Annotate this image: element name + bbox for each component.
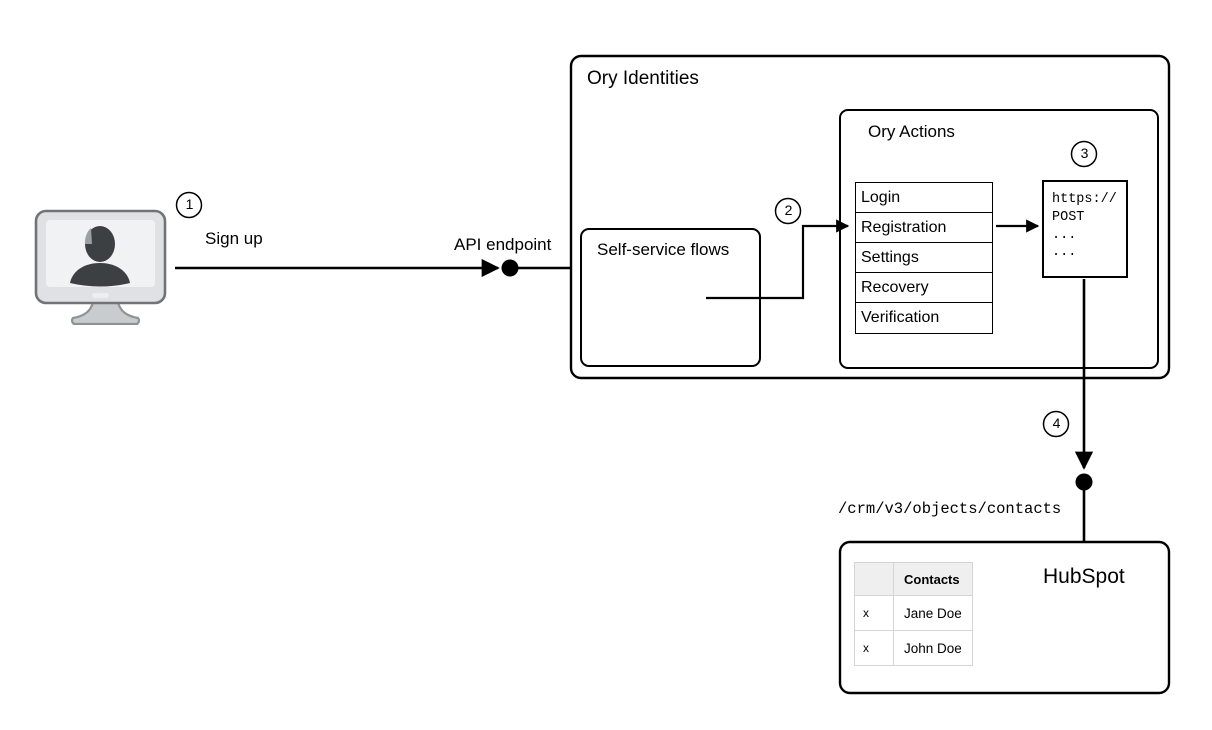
table-cell-mark: x: [854, 595, 894, 631]
hubspot-contacts-table: Contacts x Jane Doe x John Doe: [854, 562, 973, 666]
flow-item-settings[interactable]: Settings: [856, 243, 992, 273]
self-service-flows-title: Self-service flows: [597, 240, 730, 259]
step-circle-3: [1070, 140, 1098, 168]
table-cell-name: John Doe: [893, 630, 973, 666]
step-number-1: 1: [185, 196, 194, 212]
crm-endpoint-dot: [1075, 473, 1093, 491]
ory-identities-title: Ory Identities: [587, 68, 699, 89]
webhook-line-method: POST: [1052, 209, 1085, 225]
webhook-line-url: https://: [1052, 192, 1117, 207]
self-service-flow-list: Login Registration Settings Recovery Ver…: [855, 182, 993, 334]
hubspot-title: HubSpot: [1043, 565, 1125, 588]
step-number-3: 3: [1080, 145, 1089, 161]
api-endpoint-label: API endpoint: [454, 235, 552, 254]
step-circle-4: [1042, 410, 1070, 438]
table-row[interactable]: x John Doe: [854, 630, 973, 666]
table-header-blank: [854, 562, 894, 596]
api-endpoint-dot: [501, 259, 519, 277]
step-number-2: 2: [784, 202, 793, 218]
table-header-row: Contacts: [854, 562, 973, 596]
step-circle-2: [774, 197, 802, 225]
crm-path-label: /crm/v3/objects/contacts: [838, 500, 1062, 518]
step-circle-1: [175, 191, 203, 219]
ory-actions-title: Ory Actions: [868, 122, 955, 141]
step-number-4: 4: [1052, 415, 1061, 431]
selfservice-to-registration-connector: [706, 219, 850, 300]
table-cell-mark: x: [854, 630, 894, 666]
webhook-line-body-2: ...: [1052, 245, 1077, 261]
webhook-request-box: https:// POST ... ...: [1042, 180, 1128, 278]
flow-item-registration[interactable]: Registration: [856, 213, 992, 243]
step-1-label: Sign up: [205, 229, 263, 248]
flow-item-login[interactable]: Login: [856, 183, 992, 213]
table-header-contacts: Contacts: [893, 562, 973, 596]
table-cell-name: Jane Doe: [893, 595, 973, 631]
flow-item-verification[interactable]: Verification: [856, 303, 992, 333]
flow-item-recovery[interactable]: Recovery: [856, 273, 992, 303]
webhook-line-body-1: ...: [1052, 227, 1077, 243]
user-monitor-icon: [33, 208, 168, 326]
table-row[interactable]: x Jane Doe: [854, 595, 973, 631]
